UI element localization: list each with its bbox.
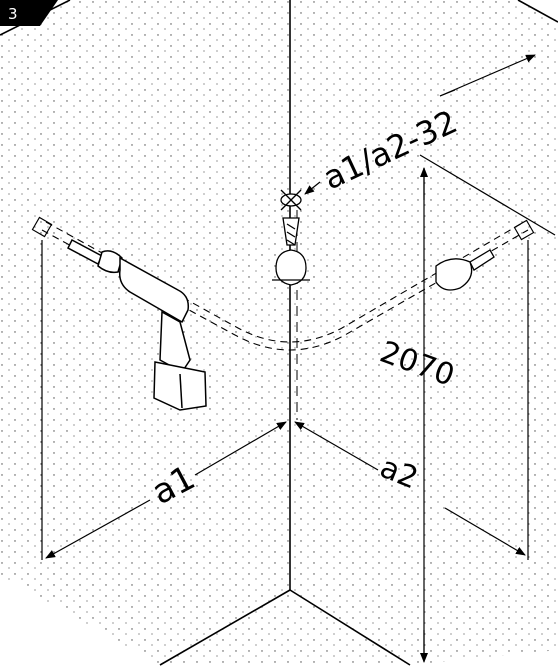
step-badge: 3 <box>0 0 58 26</box>
a2-dimension <box>294 240 529 560</box>
drill-bit-icon <box>272 217 310 286</box>
a1-dimension <box>41 240 287 560</box>
wall-left <box>0 0 290 665</box>
right-drill-chuck-icon <box>435 249 495 291</box>
wall-anchor-icon <box>280 189 302 211</box>
step-number: 3 <box>8 5 18 23</box>
floor <box>160 590 410 665</box>
corner-rail <box>31 216 535 351</box>
center-dimension <box>304 54 556 236</box>
cordless-drill-icon <box>67 238 207 411</box>
